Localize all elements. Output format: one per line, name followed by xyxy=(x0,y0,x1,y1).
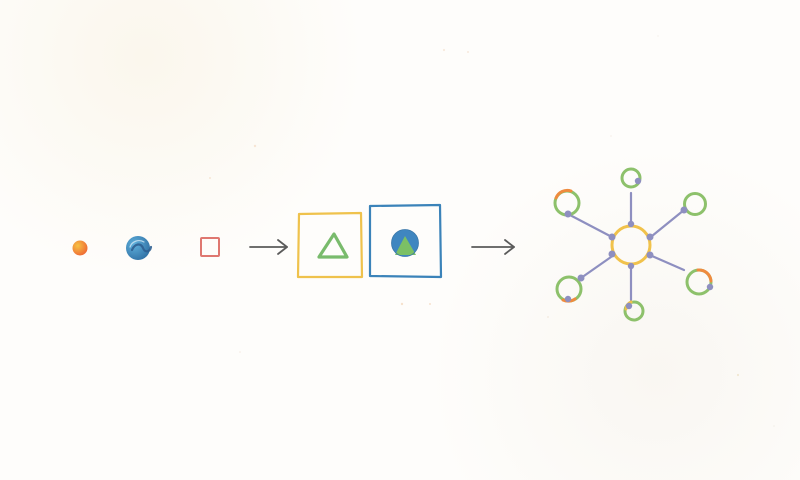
background-specks xyxy=(209,35,775,427)
arrow-right-icon xyxy=(249,239,288,255)
network-node-lower-left xyxy=(555,274,585,303)
arrow-right-icon xyxy=(471,239,515,255)
network-hub-icon xyxy=(553,167,714,322)
network-node-top xyxy=(620,167,642,189)
green-triangle-icon xyxy=(317,232,349,259)
network-node-upper-left xyxy=(553,188,581,218)
blue-frame xyxy=(368,203,443,279)
orange-dot-icon xyxy=(72,240,88,256)
stage-elements xyxy=(72,236,220,260)
network-edges xyxy=(566,191,686,302)
blue-wave-ball-icon xyxy=(126,236,153,260)
network-node-upper-right xyxy=(680,192,707,216)
network-node-bottom xyxy=(623,300,645,322)
yellow-frame xyxy=(296,211,364,279)
red-square-icon xyxy=(200,237,220,257)
network-node-lower-right xyxy=(685,268,714,296)
blue-circle-mountain-icon xyxy=(391,229,419,257)
network-center-node xyxy=(608,220,654,270)
stage-framed-shapes xyxy=(296,203,443,279)
